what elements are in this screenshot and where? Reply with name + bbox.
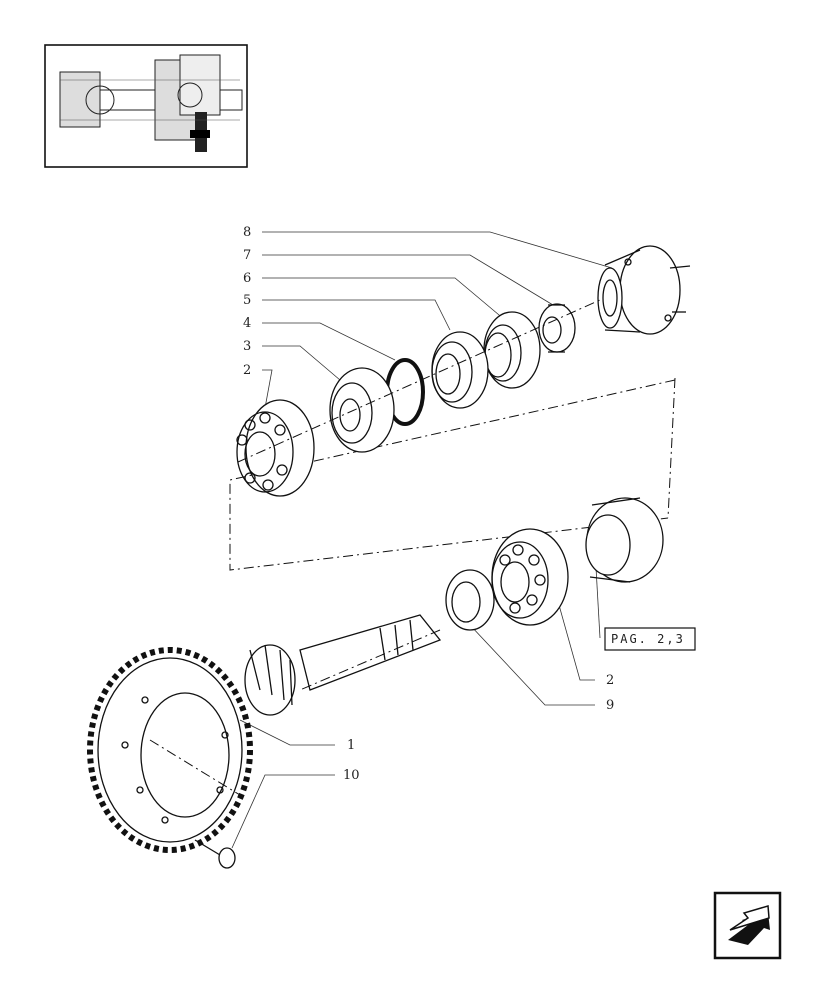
sleeve-part <box>585 497 664 583</box>
callout-2-upper: 2 <box>243 363 251 378</box>
roller-bearing-part-2-upper <box>236 399 315 497</box>
callout-8: 8 <box>243 225 251 240</box>
callout-7: 7 <box>243 248 251 263</box>
callout-3: 3 <box>243 339 251 354</box>
callout-leaders <box>231 231 613 849</box>
back-arrow-icon <box>728 905 770 945</box>
nut-part-7 <box>538 303 576 353</box>
callout-1: 1 <box>347 738 355 753</box>
callout-2-lower: 2 <box>606 673 614 688</box>
callout-10: 10 <box>343 768 360 783</box>
bolt-part-10 <box>194 839 236 869</box>
callout-labels: 8 7 6 5 4 3 2 2 9 1 10 <box>243 225 614 783</box>
back-navigation-button[interactable] <box>713 891 782 960</box>
page-reference-box[interactable]: PAG. 2,3 <box>604 627 696 651</box>
callout-9: 9 <box>606 698 614 713</box>
bearing-part-3 <box>329 367 395 453</box>
callout-4: 4 <box>243 316 251 331</box>
flange-part-8 <box>597 245 691 335</box>
roller-bearing-part-2-lower <box>491 528 569 626</box>
pinion-shaft-part-1 <box>244 614 442 716</box>
ring-gear <box>87 647 253 853</box>
axle-thumbnail-icon <box>59 54 243 152</box>
callout-6: 6 <box>243 271 251 286</box>
callout-5: 5 <box>243 293 251 308</box>
washer-part-9 <box>445 569 495 631</box>
bearing-cup-part-6 <box>483 311 541 389</box>
page-reference-text: PAG. 2,3 <box>611 632 685 646</box>
upper-axis-line <box>237 299 601 463</box>
bearing-cone-part-5 <box>431 331 489 409</box>
overview-thumbnail[interactable] <box>44 44 248 168</box>
assembly-frame <box>229 377 676 571</box>
